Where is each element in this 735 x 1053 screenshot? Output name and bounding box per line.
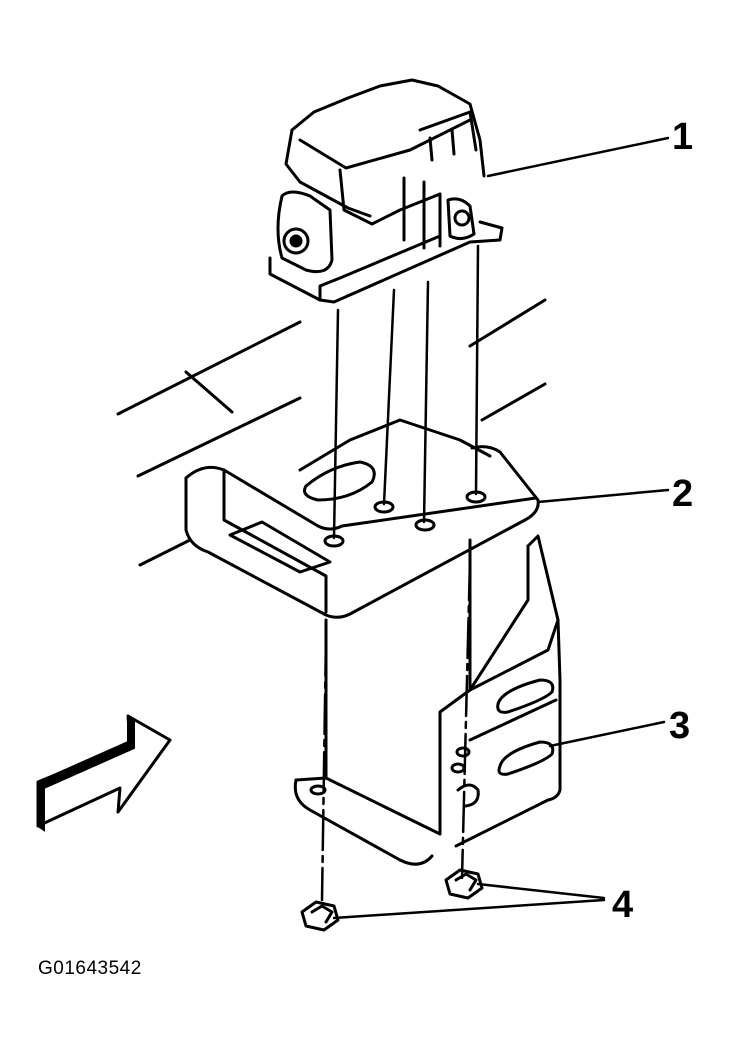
bolt-guide-lines: [320, 244, 480, 902]
heat-shield: [438, 534, 562, 848]
callout-1: 1: [672, 116, 694, 158]
figure-id-label: G01643542: [38, 958, 142, 979]
mounting-bracket: [184, 418, 540, 866]
leader-lines: [332, 136, 670, 920]
callout-2: 2: [672, 473, 694, 515]
callout-3: 3: [669, 705, 691, 747]
frame-rail-lines: [116, 298, 547, 567]
forward-direction-arrow: [36, 714, 172, 832]
callout-4: 4: [612, 884, 634, 926]
abs-module: [268, 78, 504, 304]
nuts: [300, 868, 484, 932]
